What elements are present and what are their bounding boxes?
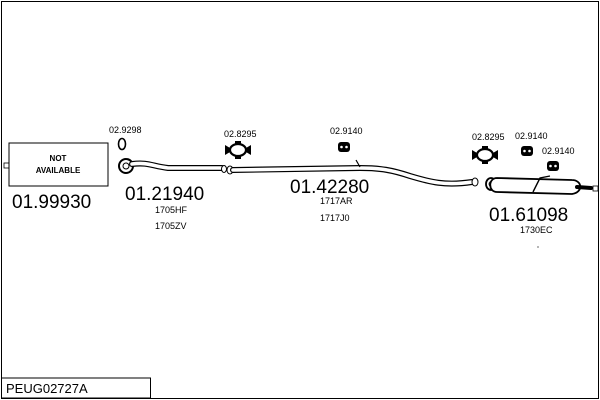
part-number-pipe2: 01.42280 (290, 177, 369, 198)
not-available-line2: AVAILABLE (36, 166, 81, 175)
rubber-hanger-icon (521, 146, 533, 156)
pipe1-end-icon (221, 165, 227, 173)
clamp-icon (225, 141, 251, 159)
pipe1-code-2: 1705ZV (155, 221, 187, 231)
title-box (1, 377, 151, 399)
fitting-code-clamp1: 02.8295 (224, 129, 257, 139)
fitting-code-ring: 02.9298 (109, 125, 142, 135)
fitting-code-hanger2: 02.9140 (515, 131, 548, 141)
not-available-box (8, 142, 109, 187)
fitting-code-hanger3: 02.9140 (542, 146, 575, 156)
muffler-tailpipe (575, 185, 593, 190)
fitting-clamp-2[interactable]: 02.8295 (472, 132, 505, 164)
muffler-code-1: 1730EC (520, 225, 553, 235)
fitting-code-clamp2: 02.8295 (472, 132, 505, 142)
not-available-line1: NOT (50, 154, 67, 163)
rear-muffler[interactable]: 01.61098 1730EC (485, 175, 599, 248)
pipe2-code-1: 1717AR (320, 196, 353, 206)
muffler-dot (537, 246, 539, 248)
fitting-hanger-2[interactable]: 02.9140 (515, 131, 548, 156)
fitting-ring[interactable]: 02.9298 (109, 125, 142, 151)
part-number-pipe1: 01.21940 (125, 184, 204, 205)
clamp-icon (472, 146, 498, 164)
assembly-title: PEUG02727A (6, 381, 88, 396)
muffler-strap (532, 175, 551, 193)
pipe1-code-1: 1705HF (155, 205, 188, 215)
pipe2-code-2: 1717J0 (320, 213, 350, 223)
pipe2-end-icon (471, 177, 479, 187)
front-connector (3, 162, 10, 169)
rear-connector (592, 185, 599, 192)
fitting-code-hanger1: 02.9140 (330, 126, 363, 136)
fitting-hanger-1[interactable]: 02.9140 (330, 126, 363, 152)
fitting-clamp-1[interactable]: 02.8295 (224, 129, 257, 159)
pipe-section-2[interactable]: 01.42280 1717AR 1717J0 (226, 159, 479, 223)
fitting-hanger-3[interactable]: 02.9140 (542, 146, 575, 171)
rubber-hanger-icon (338, 142, 350, 152)
part-number-muffler: 01.61098 (489, 205, 568, 226)
pipe2-bracket (355, 159, 361, 168)
front-part[interactable]: NOT AVAILABLE 01.99930 (3, 142, 109, 213)
rubber-hanger-icon (547, 161, 559, 171)
pipe-section-1[interactable]: 01.21940 1705HF 1705ZV (118, 158, 227, 231)
part-number-front: 01.99930 (12, 192, 91, 213)
ring-gasket-icon (117, 137, 127, 151)
